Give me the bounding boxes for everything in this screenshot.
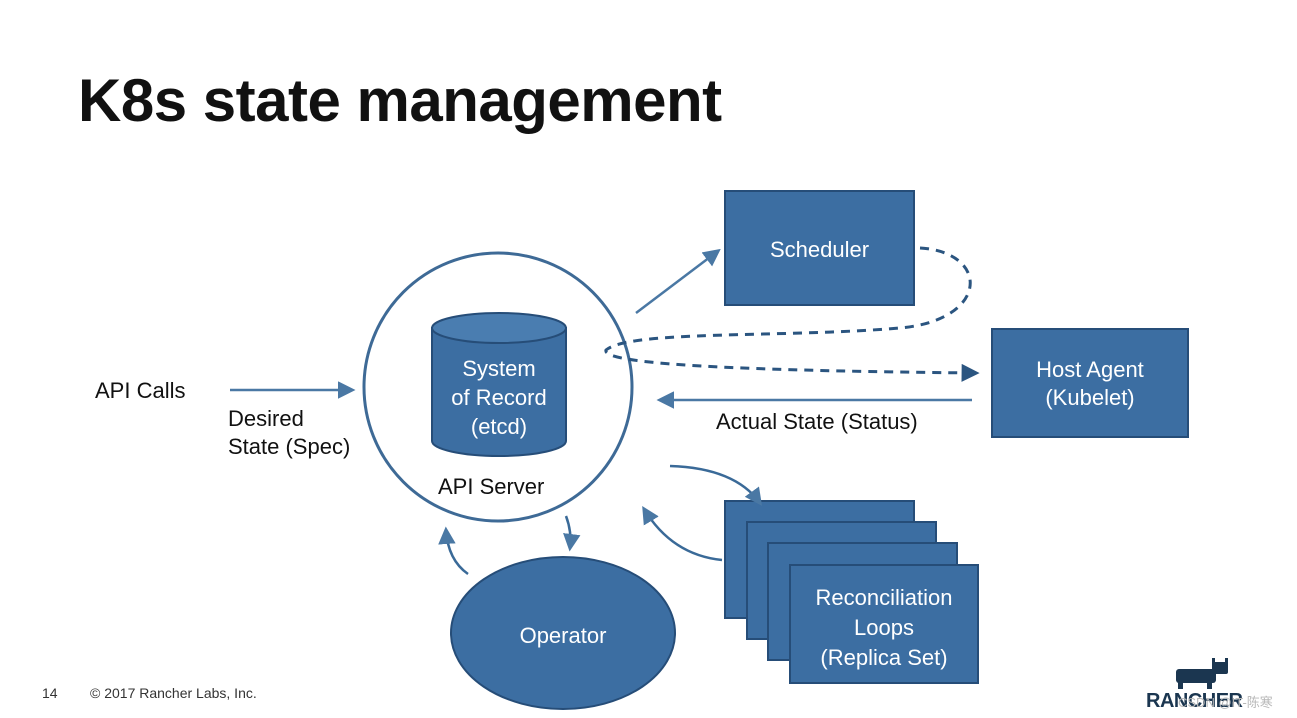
to-reconciliation-arrow	[669, 464, 763, 506]
desired-state-label-line: State (Spec)	[228, 434, 351, 459]
to-operator-arrow	[563, 515, 581, 552]
rancher-cow-icon	[1176, 658, 1228, 689]
brand-logo-text: RANCHER	[1146, 690, 1243, 712]
reconciliation-label-line: Reconciliation	[815, 585, 953, 610]
from-reconciliation-arrow	[642, 506, 723, 562]
reconciliation-stack	[724, 500, 979, 684]
watermark: CSDN @IT-陈寒	[1178, 695, 1273, 710]
actual-state-label: Actual State (Status)	[716, 409, 918, 434]
operator-label: Operator	[519, 623, 607, 648]
host-agent-label-line: (Kubelet)	[1045, 385, 1135, 410]
api-server-circle	[362, 251, 634, 523]
from-operator-arrow	[438, 526, 469, 576]
host-agent-label: Host Agent (Kubelet)	[992, 356, 1188, 412]
etcd-label-line: (etcd)	[470, 414, 528, 439]
scheduler-box	[724, 190, 915, 306]
host-agent-label-line: Host Agent	[1036, 357, 1144, 382]
desired-state-label-line: Desired	[228, 406, 304, 431]
reconciliation-label-line: Loops	[854, 615, 914, 640]
etcd-label: System of Record (etcd)	[432, 354, 566, 441]
dashed-scheduling-loop	[604, 246, 980, 382]
to-scheduler-arrow	[635, 248, 721, 314]
desired-state-label: Desired State (Spec)	[228, 405, 350, 461]
operator-ellipse	[450, 556, 676, 710]
host-agent-box	[991, 328, 1189, 438]
scheduler-label: Scheduler	[769, 237, 870, 262]
etcd-cylinder	[431, 312, 567, 457]
reconciliation-label-line: (Replica Set)	[820, 645, 948, 670]
api-calls-label: API Calls	[95, 378, 186, 403]
page-title: K8s state management	[78, 67, 722, 134]
etcd-label-line: of Record	[451, 385, 547, 410]
copyright: © 2017 Rancher Labs, Inc.	[90, 685, 257, 701]
api-server-label: API Server	[438, 474, 545, 499]
page-number: 14	[42, 685, 58, 701]
etcd-label-line: System	[462, 356, 536, 381]
reconciliation-label: Reconciliation Loops (Replica Set)	[790, 583, 978, 673]
